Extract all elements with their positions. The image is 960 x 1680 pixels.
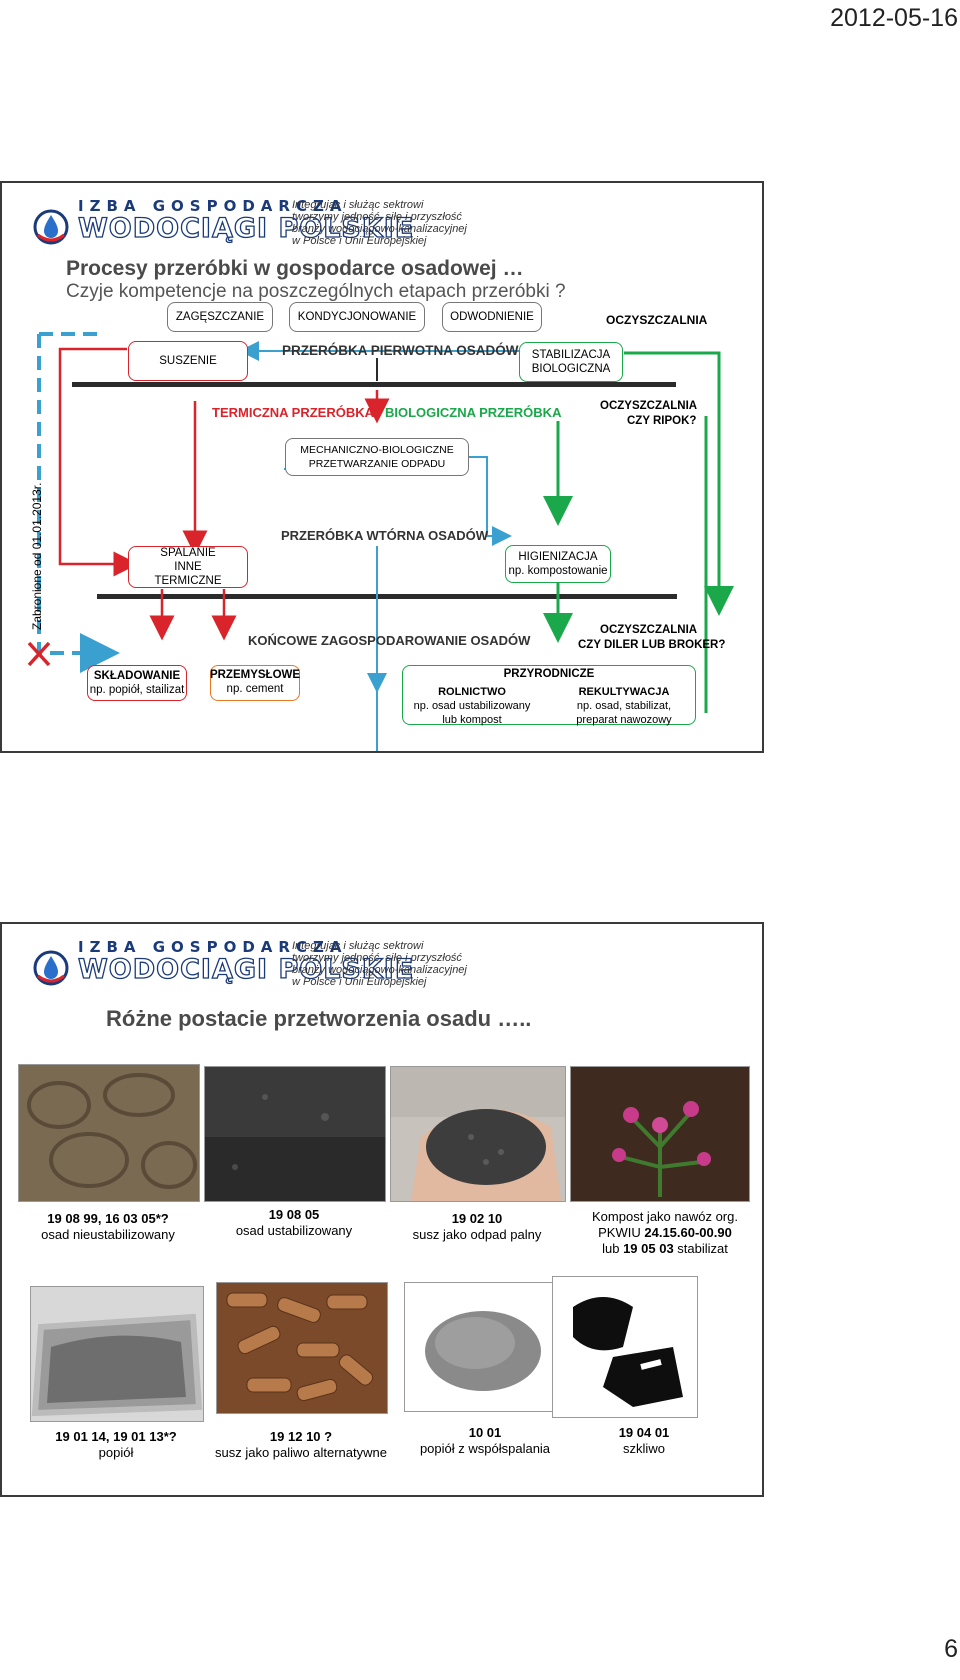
przyrodnicze-label: PRZYRODNICZE bbox=[503, 668, 595, 680]
box-higienizacja: HIGIENIZACJA np. kompostowanie bbox=[505, 545, 611, 583]
item-4-line2-pre: PKWIU bbox=[598, 1225, 645, 1240]
label-termiczna: TERMICZNA PRZERÓBKA bbox=[212, 405, 375, 420]
caption-item-4: Kompost jako nawóz org. PKWIU 24.15.60-0… bbox=[570, 1209, 760, 1257]
rekultywacja-line1: REKULTYWACJA bbox=[578, 686, 670, 698]
photo-stabilized-sludge bbox=[204, 1066, 386, 1202]
item-4-line1: Kompost jako nawóz org. bbox=[592, 1209, 738, 1224]
logo-line2: WODOCIĄGI POLSKIE bbox=[77, 212, 415, 244]
photo-dried-granules bbox=[390, 1066, 566, 1202]
caption-item-2: 19 08 05 osad ustabilizowany bbox=[204, 1207, 384, 1239]
photo-unstabilized-sludge bbox=[18, 1064, 200, 1202]
item-3-desc: susz jako odpad palny bbox=[412, 1227, 542, 1242]
item-8-code: 19 04 01 bbox=[618, 1425, 670, 1440]
rekultywacja-line2: np. osad, stabilizat, bbox=[576, 700, 672, 712]
water-drop-icon bbox=[33, 950, 69, 986]
document-date: 2012-05-16 bbox=[830, 4, 958, 32]
przemyslowe-line1: PRZEMYSŁOWE bbox=[209, 669, 301, 681]
item-5-desc: popiół bbox=[98, 1445, 134, 1460]
water-drop-icon bbox=[33, 209, 69, 245]
caption-item-5: 19 01 14, 19 01 13*? popiół bbox=[30, 1429, 202, 1461]
logo-line1: IZBA GOSPODARCZA bbox=[78, 197, 348, 215]
slide-forms: IZBA GOSPODARCZA WODOCIĄGI POLSKIE Integ… bbox=[0, 922, 764, 1497]
rekultywacja-block: REKULTYWACJA np. osad, stabilizat, prepa… bbox=[554, 685, 694, 727]
rolnictwo-line1: ROLNICTWO bbox=[438, 686, 506, 698]
label-biologiczna: BIOLOGICZNA PRZERÓBKA bbox=[385, 405, 562, 420]
box-przemyslowe: PRZEMYSŁOWE np. cement bbox=[210, 665, 300, 701]
rolnictwo-line3: lub kompost bbox=[442, 714, 502, 726]
page-number: 6 bbox=[944, 1635, 958, 1663]
box-mechaniczno: MECHANICZNO-BIOLOGICZNE PRZETWARZANIE OD… bbox=[285, 438, 469, 476]
item-2-desc: osad ustabilizowany bbox=[235, 1223, 353, 1238]
box-odwodnienie: ODWODNIENIE bbox=[442, 302, 542, 332]
box-przyrodnicze: PRZYRODNICZE bbox=[402, 665, 696, 725]
slide-processes: IZBA GOSPODARCZA WODOCIĄGI POLSKIE Integ… bbox=[0, 181, 764, 753]
slide-title: Procesy przeróbki w gospodarce osadowej … bbox=[66, 257, 524, 280]
box-stabilizacja: STABILIZACJA BIOLOGICZNA bbox=[519, 342, 623, 382]
item-5-code: 19 01 14, 19 01 13*? bbox=[55, 1429, 177, 1444]
item-1-desc: osad nieustabilizowany bbox=[41, 1227, 175, 1242]
skladowanie-line1: SKŁADOWANIE bbox=[93, 670, 181, 682]
caption-item-6: 19 12 10 ? susz jako paliwo alternatywne bbox=[206, 1429, 396, 1461]
logo: IZBA GOSPODARCZA WODOCIĄGI POLSKIE Integ… bbox=[30, 197, 500, 257]
box-skladowanie: SKŁADOWANIE np. popiół, stailizat bbox=[87, 665, 187, 701]
photo-pellets bbox=[216, 1282, 388, 1414]
item-7-code: 10 01 bbox=[468, 1425, 502, 1440]
caption-item-7: 10 01 popiół z współspalania bbox=[400, 1425, 570, 1457]
label-oczyszczalnia: OCZYSZCZALNIA bbox=[606, 313, 708, 327]
logo: IZBA GOSPODARCZA WODOCIĄGI POLSKIE Integ… bbox=[30, 938, 500, 998]
caption-item-1: 19 08 99, 16 03 05*? osad nieustabilizow… bbox=[18, 1211, 198, 1243]
label-diler-2: CZY DILER LUB BROKER? bbox=[578, 639, 726, 651]
skladowanie-line2: np. popiół, stailizat bbox=[89, 684, 185, 696]
rolnictwo-line2: np. osad ustabilizowany bbox=[413, 700, 531, 712]
box-kondycjonowanie: KONDYCJONOWANIE bbox=[289, 302, 425, 332]
item-4-line3-post: stabilizat bbox=[673, 1241, 728, 1256]
item-1-code: 19 08 99, 16 03 05*? bbox=[47, 1211, 169, 1226]
item-3-code: 19 02 10 bbox=[451, 1211, 503, 1226]
label-ripok-2: CZY RIPOK? bbox=[627, 415, 697, 427]
slide-subtitle: Czyje kompetencje na poszczególnych etap… bbox=[66, 281, 566, 302]
rolnictwo-block: ROLNICTWO np. osad ustabilizowany lub ko… bbox=[402, 685, 542, 727]
item-7-desc: popiół z współspalania bbox=[419, 1441, 551, 1456]
slide-title: Różne postacie przetworzenia osadu ….. bbox=[106, 1006, 532, 1031]
logo-line2: WODOCIĄGI POLSKIE bbox=[77, 953, 415, 985]
box-spalanie: SPALANIE INNE TERMICZNE bbox=[128, 546, 248, 588]
item-8-desc: szkliwo bbox=[623, 1441, 665, 1456]
box-zageszczanie: ZAGĘSZCZANIE bbox=[167, 302, 273, 332]
higienizacja-line2: np. kompostowanie bbox=[508, 565, 608, 577]
higienizacja-line1: HIGIENIZACJA bbox=[518, 551, 598, 563]
caption-item-3: 19 02 10 susz jako odpad palny bbox=[390, 1211, 564, 1243]
rekultywacja-line3: preparat nawozowy bbox=[576, 714, 672, 726]
photo-glaze bbox=[552, 1276, 698, 1418]
item-6-code: 19 12 10 ? bbox=[269, 1429, 333, 1444]
photo-compost-plant bbox=[570, 1066, 750, 1202]
caption-item-8: 19 04 01 szkliwo bbox=[574, 1425, 714, 1457]
box-suszenie: SUSZENIE bbox=[128, 341, 248, 381]
side-label: Zabronione od 01.01.2013r. bbox=[30, 482, 44, 630]
label-wtorna: PRZERÓBKA WTÓRNA OSADÓW bbox=[281, 528, 489, 543]
photo-coash-powder bbox=[404, 1282, 556, 1412]
label-koncowe: KOŃCOWE ZAGOSPODAROWANIE OSADÓW bbox=[248, 633, 531, 648]
label-pierwotna: PRZERÓBKA PIERWOTNA OSADÓW bbox=[282, 343, 519, 358]
label-diler-1: OCZYSZCZALNIA bbox=[600, 624, 698, 636]
item-2-code: 19 08 05 bbox=[268, 1207, 320, 1222]
item-4-line3: 19 05 03 bbox=[623, 1241, 674, 1256]
item-6-desc: susz jako paliwo alternatywne bbox=[215, 1445, 387, 1460]
label-ripok-1: OCZYSZCZALNIA bbox=[600, 400, 698, 412]
przemyslowe-line2: np. cement bbox=[226, 683, 284, 695]
item-4-line2: 24.15.60-00.90 bbox=[644, 1225, 732, 1240]
item-4-line3-pre: lub bbox=[602, 1241, 624, 1256]
logo-line1: IZBA GOSPODARCZA bbox=[78, 938, 348, 956]
photo-ash-container bbox=[30, 1286, 204, 1422]
